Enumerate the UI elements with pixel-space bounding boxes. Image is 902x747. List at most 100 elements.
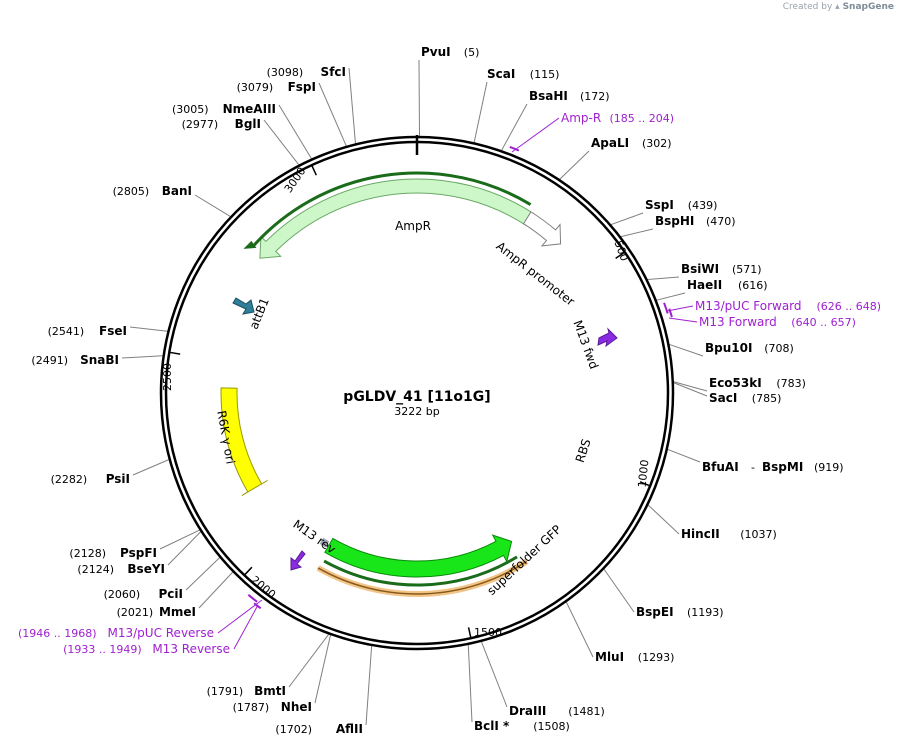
site-name[interactable]: BmtI [254,684,286,698]
restriction-site[interactable]: SfcI(3098) [267,65,346,79]
site-name[interactable]: PspFI [120,546,157,560]
m13-fwd-arrow[interactable] [597,327,618,348]
primer-annotation[interactable]: M13/pUC Reverse(1946 .. 1968) [18,626,214,640]
site-name[interactable]: PsiI [106,472,130,486]
restriction-site[interactable]: BmtI(1791) [207,684,286,698]
primer-name[interactable]: Amp-R [561,111,601,125]
restriction-site[interactable]: Bpu10I(708) [705,341,794,355]
site-name[interactable]: BglI [235,117,261,131]
restriction-site[interactable]: PspFI(2128) [69,546,157,560]
restriction-site[interactable]: BspHI(470) [655,214,736,228]
restriction-site[interactable]: BsaHI(172) [529,89,610,103]
primer-annotation[interactable]: M13/pUC Forward(626 .. 648) [695,299,881,313]
site-name[interactable]: AflII [336,722,363,736]
ampr-promoter-arrow[interactable] [522,211,562,247]
restriction-site[interactable]: Eco53kI(783) [709,376,806,390]
superfolder-gfp-arrow[interactable] [324,534,513,578]
restriction-site[interactable]: BseYI(2124) [77,562,165,576]
restriction-site[interactable]: BfuAI-BspMI(919) [702,460,844,474]
site-name-secondary[interactable]: BspMI [762,460,803,474]
site-name[interactable]: PvuI [421,45,451,59]
attb1-arrow[interactable] [232,297,255,315]
site-name[interactable]: BspEI [636,605,674,619]
restriction-site[interactable]: BanI(2805) [113,184,192,198]
m13-reverse-primer-mark[interactable] [253,602,262,610]
restriction-site[interactable]: PciI(2060) [104,587,183,601]
site-name[interactable]: BseYI [127,562,165,576]
restriction-site[interactable]: BglI(2977) [182,117,261,131]
site-name[interactable]: ApaLI [591,136,629,150]
site-position: (1193) [687,606,724,619]
site-name[interactable]: Bpu10I [705,341,752,355]
site-separator: - [751,461,755,474]
site-name[interactable]: MluI [595,650,624,664]
restriction-site[interactable]: MmeI(2021) [117,605,196,619]
rbs-box[interactable] [319,537,330,548]
site-name[interactable]: DraIII [509,704,546,718]
restriction-site[interactable]: MluI(1293) [595,650,674,664]
restriction-site[interactable]: BclI *(1508) [474,719,570,733]
restriction-site[interactable]: SacI(785) [709,391,781,405]
site-leader [263,119,300,166]
restriction-site[interactable]: PsiI(2282) [51,472,130,486]
site-leader [365,645,373,726]
site-name[interactable]: BspHI [655,214,694,228]
site-name[interactable]: FspI [288,80,316,94]
site-name[interactable]: NheI [281,700,312,714]
primer-annotation[interactable]: M13 Reverse(1933 .. 1949) [63,642,230,656]
m13-forward-primer-mark[interactable] [668,308,673,318]
restriction-site[interactable]: PvuI(5) [421,45,479,59]
primer-annotation[interactable]: M13 Forward(640 .. 657) [699,315,856,329]
restriction-site[interactable]: DraIII(1481) [509,704,605,718]
r6k-ori-bar[interactable] [220,387,268,496]
ampr-label: AmpR [395,219,431,233]
site-name[interactable]: SfcI [321,65,346,79]
site-leader [603,568,635,613]
primer-name[interactable]: M13/pUC Forward [695,299,802,313]
restriction-site[interactable]: BspEI (1193) [636,605,724,619]
restriction-site[interactable]: ApaLI(302) [591,136,672,150]
site-name[interactable]: BsiWI [681,262,719,276]
site-leader-lines [121,59,708,726]
site-leader [132,459,169,476]
site-leader [656,292,686,301]
m13-puc-reverse-primer-mark[interactable] [247,594,258,603]
m13-rev-arrow[interactable] [290,550,306,571]
primer-annotation[interactable]: Amp-R(185 .. 204) [561,111,674,125]
site-name[interactable]: HaeII [687,278,722,292]
amp-r-primer-mark[interactable] [509,145,520,152]
restriction-site[interactable]: AflII(1702) [275,722,363,736]
restriction-site[interactable]: HaeII(616) [687,278,768,292]
site-name[interactable]: BfuAI [702,460,739,474]
site-name[interactable]: BsaHI [529,89,568,103]
restriction-site[interactable]: NheI (1787) [233,700,312,714]
primer-name[interactable]: M13/pUC Reverse [108,626,215,640]
site-name[interactable]: FseI [99,324,127,338]
site-name[interactable]: NmeAIII [223,102,276,116]
site-name[interactable]: SnaBI [80,353,119,367]
primer-name[interactable]: M13 Forward [699,315,777,329]
site-name[interactable]: SspI [645,198,674,212]
restriction-site[interactable]: FspI(3079) [237,80,316,94]
m13-puc-forward-primer-mark[interactable] [663,302,669,314]
site-name[interactable]: BanI [162,184,192,198]
site-name[interactable]: PciI [159,587,184,601]
restriction-site[interactable]: FseI(2541) [48,324,127,338]
site-name[interactable]: ScaI [487,67,515,81]
restriction-site[interactable]: SspI(439) [645,198,717,212]
primer-name[interactable]: M13 Reverse [152,642,230,656]
site-name[interactable]: MmeI [159,605,196,619]
tick-label: 2500 [161,363,174,391]
site-name[interactable]: BclI * [474,719,510,733]
site-name[interactable]: HincII [681,527,720,541]
restriction-site[interactable]: BsiWI(571) [681,262,762,276]
restriction-site[interactable]: NmeAIII(3005) [172,102,276,116]
restriction-site[interactable]: SnaBI(2491) [31,353,119,367]
primer-leader [233,604,259,650]
site-position: (1787) [233,701,270,714]
restriction-site[interactable]: HincII(1037) [681,527,777,541]
ampr-arrow[interactable] [259,178,536,259]
restriction-site[interactable]: ScaI(115) [487,67,559,81]
site-name[interactable]: SacI [709,391,737,405]
site-name[interactable]: Eco53kI [709,376,762,390]
